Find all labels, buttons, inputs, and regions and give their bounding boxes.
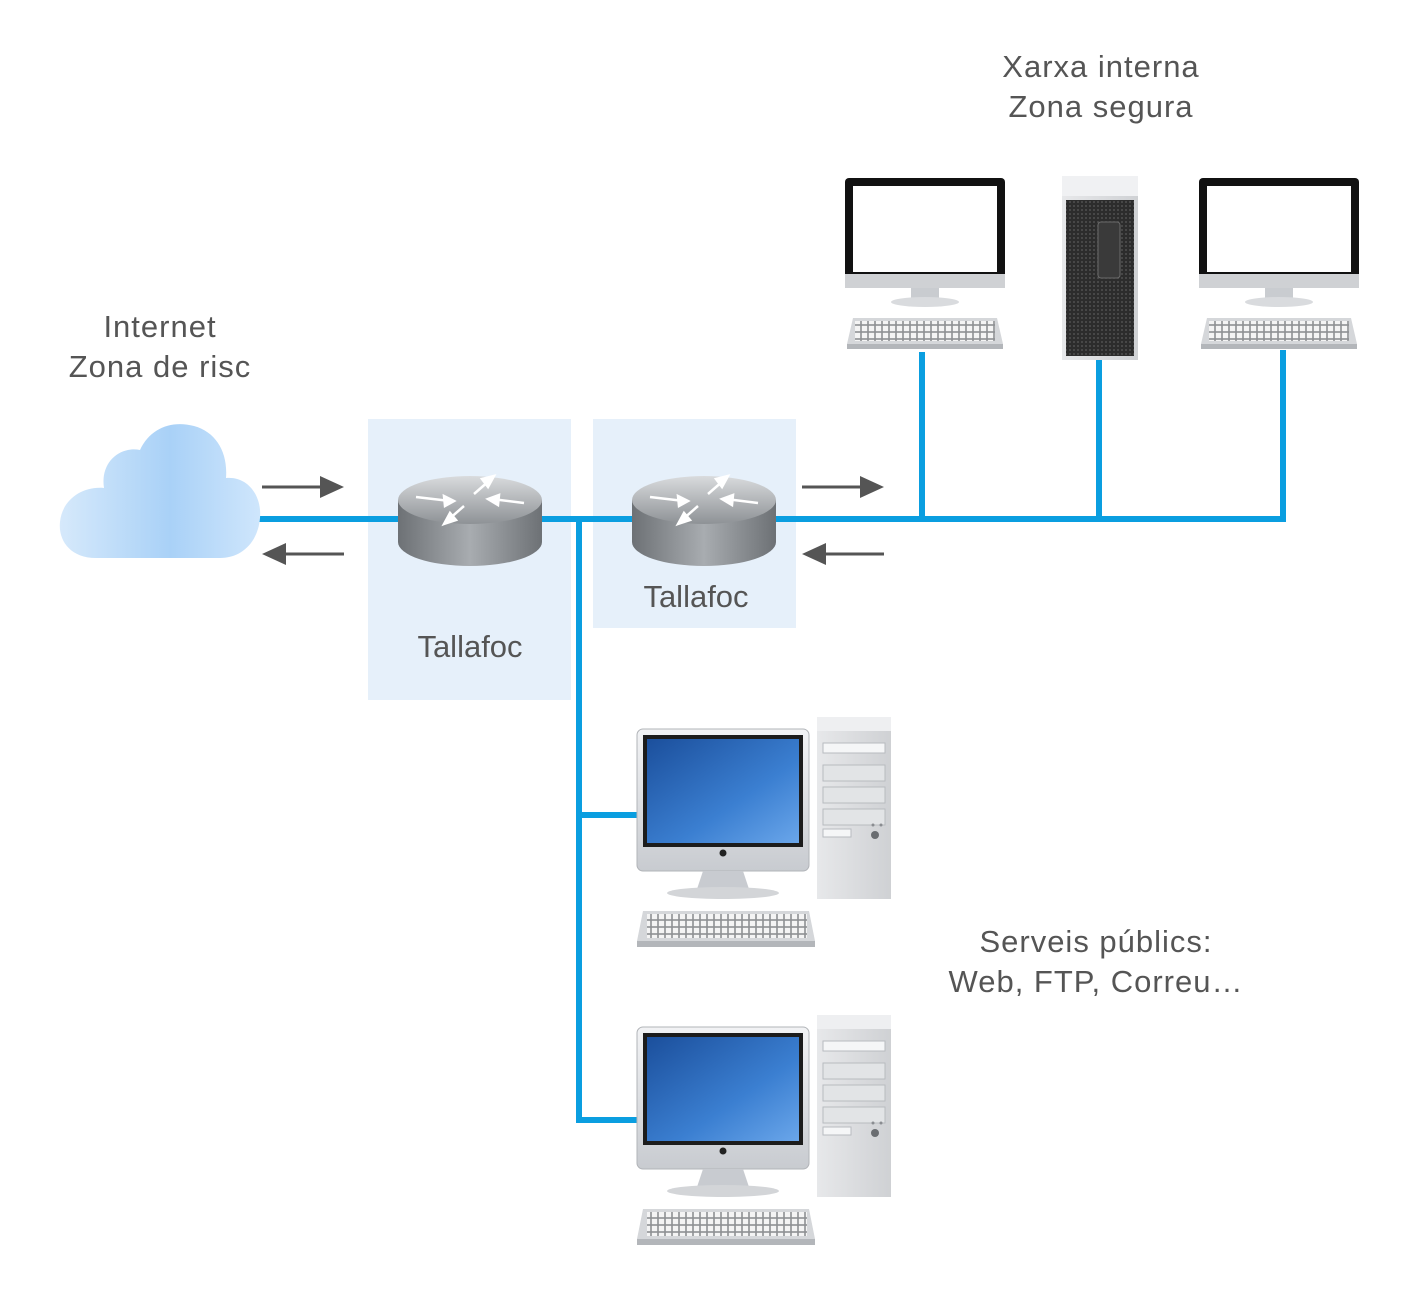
cloud-icon bbox=[59, 424, 261, 558]
tower-icon bbox=[1062, 176, 1138, 360]
dmz-branch-line bbox=[576, 519, 640, 1123]
traffic-arrows bbox=[262, 476, 884, 565]
main-backbone-line bbox=[258, 350, 1286, 522]
router-icon bbox=[630, 474, 778, 568]
public-services-subtitle: Web, FTP, Correu… bbox=[949, 964, 1244, 999]
keyboard-icon bbox=[1201, 318, 1357, 349]
monitor-icon bbox=[845, 178, 1005, 307]
internal-zone-subtitle: Zona segura bbox=[1008, 89, 1193, 124]
arrow-left-icon bbox=[262, 543, 344, 565]
monitor-icon bbox=[1199, 178, 1359, 307]
internet-zone-subtitle: Zona de risc bbox=[69, 349, 252, 384]
network-lines bbox=[258, 350, 1286, 1123]
firewall-2-label: Tallafoc bbox=[643, 579, 748, 614]
keyboard-icon bbox=[847, 318, 1003, 349]
arrow-right-icon bbox=[802, 476, 884, 498]
desktop-computer-icon bbox=[636, 1014, 892, 1246]
desktop-computer-icon bbox=[636, 716, 892, 948]
public-services-title: Serveis públics: bbox=[979, 924, 1212, 959]
arrow-right-icon bbox=[262, 476, 344, 498]
internet-zone-title: Internet bbox=[103, 309, 216, 344]
arrow-left-icon bbox=[802, 543, 884, 565]
router-icon bbox=[396, 474, 544, 568]
internal-zone-title: Xarxa interna bbox=[1002, 49, 1199, 84]
firewall-1-label: Tallafoc bbox=[417, 629, 522, 664]
